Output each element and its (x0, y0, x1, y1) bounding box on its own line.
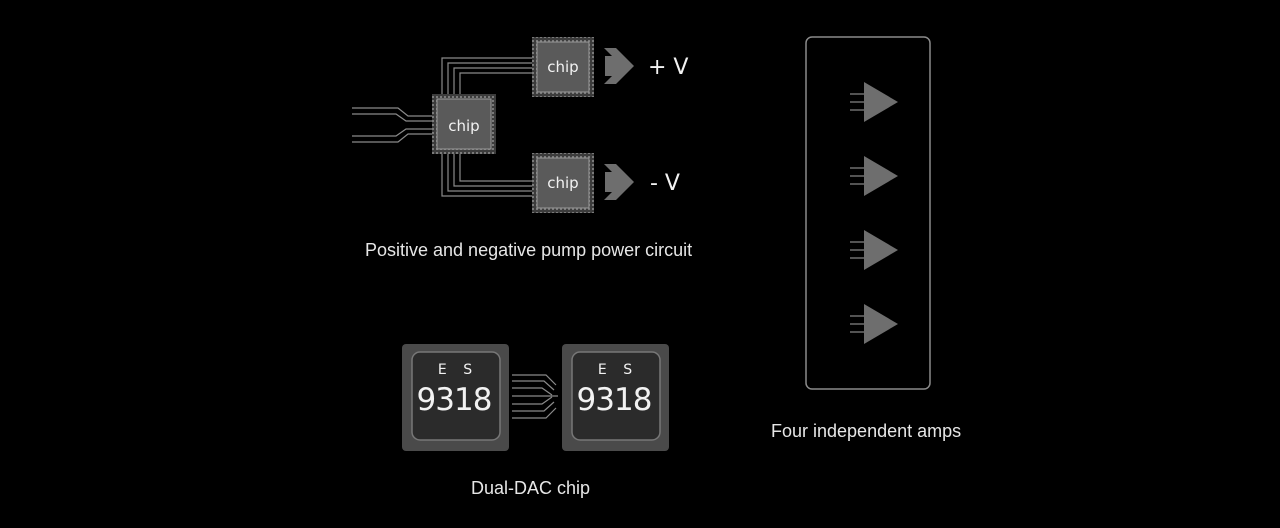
amp-icon (850, 82, 898, 122)
dac-caption: Dual-DAC chip (471, 478, 591, 498)
dac-brand: E S (438, 362, 478, 378)
amp-icon (850, 230, 898, 270)
dac-chip-left: E S 9318 (402, 344, 509, 451)
pump-circuit-traces (352, 57, 534, 197)
amps-group (850, 82, 898, 344)
pump-circuit-caption: Positive and negative pump power circuit (365, 240, 693, 260)
dac-chip-right: E S 9318 (562, 344, 669, 451)
positive-arrow-icon (604, 48, 634, 84)
amps-caption: Four independent amps (771, 421, 962, 441)
pump-negative-chip: chip (532, 153, 594, 213)
amp-icon (850, 156, 898, 196)
amp-icon (850, 304, 898, 344)
amps-panel (805, 36, 931, 390)
chip-label: chip (547, 58, 578, 76)
negative-arrow-icon (604, 164, 634, 200)
dac-model: 9318 (577, 382, 652, 418)
positive-voltage-label: + V (648, 55, 688, 80)
negative-voltage-label: - V (650, 171, 680, 196)
chip-label: chip (547, 174, 578, 192)
pump-main-chip: chip (432, 94, 496, 154)
dac-traces (512, 374, 558, 419)
chip-label: chip (448, 117, 479, 135)
dac-brand: E S (598, 362, 638, 378)
pump-positive-chip: chip (532, 37, 594, 97)
dac-model: 9318 (417, 382, 492, 418)
